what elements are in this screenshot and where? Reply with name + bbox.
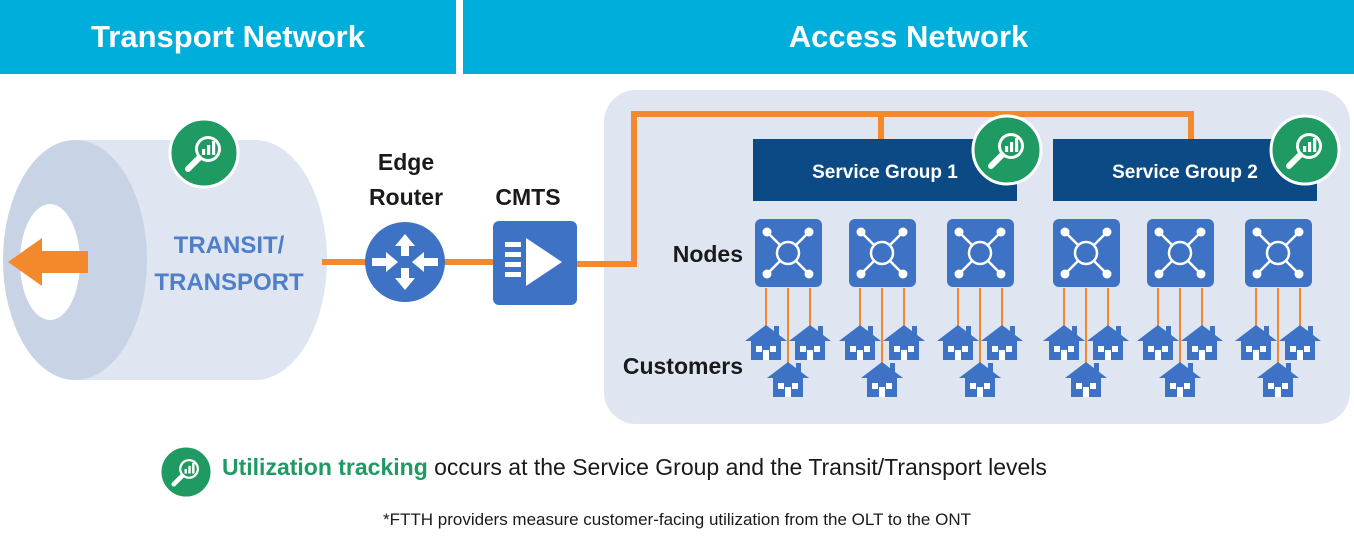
magnifier-chart-icon xyxy=(168,117,240,189)
service-group-1-label: Service Group 1 xyxy=(812,162,958,183)
house-icon xyxy=(1065,362,1107,397)
house-icon xyxy=(1043,325,1085,360)
house-icon xyxy=(1087,325,1129,360)
cmts-icon xyxy=(493,221,577,305)
cmts-label: CMTS xyxy=(495,184,560,210)
customers-label: Customers xyxy=(623,353,743,379)
magnifier-chart-icon xyxy=(971,114,1043,186)
house-icon xyxy=(839,325,881,360)
legend-text: Utilization tracking occurs at the Servi… xyxy=(222,454,1047,481)
house-icon xyxy=(981,325,1023,360)
node-icon xyxy=(1053,219,1120,287)
nodes-row xyxy=(755,219,1312,287)
edge-router-icon xyxy=(365,222,445,302)
transport-network-banner: Transport Network xyxy=(0,0,456,74)
access-network-title: Access Network xyxy=(788,19,1029,54)
house-icon xyxy=(883,325,925,360)
access-network-banner: Access Network xyxy=(463,0,1354,74)
house-icon xyxy=(959,362,1001,397)
house-icon xyxy=(1181,325,1223,360)
house-icon xyxy=(1137,325,1179,360)
node-icon xyxy=(849,219,916,287)
house-icon xyxy=(937,325,979,360)
outbound-arrow-icon xyxy=(8,238,88,286)
house-icon xyxy=(789,325,831,360)
magnifier-chart-icon xyxy=(158,444,214,500)
node-icon xyxy=(947,219,1014,287)
house-icon xyxy=(745,325,787,360)
transport-links xyxy=(322,111,1194,267)
house-icon xyxy=(1279,325,1321,360)
house-icon xyxy=(1235,325,1277,360)
customers-row xyxy=(745,325,1321,397)
service-group-2-label: Service Group 2 xyxy=(1112,162,1258,183)
transit-label-line1: TRANSIT/ xyxy=(174,232,285,259)
tracking-badges xyxy=(158,114,1341,500)
house-icon xyxy=(1257,362,1299,397)
transit-label-line2: TRANSPORT xyxy=(154,269,304,296)
magnifier-chart-icon xyxy=(1269,114,1341,186)
edge-router-label-line1: Edge xyxy=(378,149,434,175)
drop-lines xyxy=(765,288,1301,368)
house-icon xyxy=(861,362,903,397)
edge-router-label-line2: Router xyxy=(369,184,443,210)
node-icon xyxy=(1245,219,1312,287)
node-icon xyxy=(1147,219,1214,287)
footnote: *FTTH providers measure customer-facing … xyxy=(383,510,971,529)
nodes-label: Nodes xyxy=(673,241,743,267)
house-icon xyxy=(767,362,809,397)
transport-network-title: Transport Network xyxy=(91,19,365,54)
node-icon xyxy=(755,219,822,287)
legend-rest: occurs at the Service Group and the Tran… xyxy=(427,454,1047,480)
house-icon xyxy=(1159,362,1201,397)
legend-highlight: Utilization tracking xyxy=(222,454,428,480)
